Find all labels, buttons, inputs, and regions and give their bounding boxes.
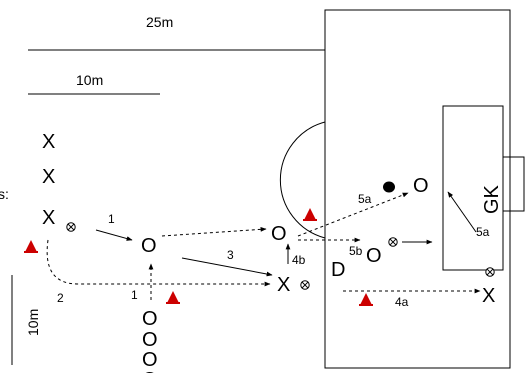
cone-icon bbox=[359, 293, 373, 306]
cone-icon bbox=[166, 291, 180, 304]
step-label-1b: 1 bbox=[131, 288, 138, 302]
step-label-3: 3 bbox=[227, 248, 234, 262]
side-label: s: bbox=[0, 186, 9, 202]
step-label-4a: 4a bbox=[395, 295, 409, 309]
step-label-1: 1 bbox=[108, 212, 115, 226]
player-x-right: X bbox=[482, 285, 495, 307]
player-o-mid: O bbox=[141, 235, 157, 257]
player-o-3: O bbox=[142, 349, 158, 371]
pass-1 bbox=[95, 229, 133, 241]
shot-5a bbox=[447, 191, 477, 233]
ball-marker-icon bbox=[485, 267, 495, 277]
player-x-1: X bbox=[42, 131, 55, 153]
cone-icon bbox=[24, 240, 38, 253]
ball-marker-icon bbox=[300, 280, 310, 290]
step-label-2: 2 bbox=[57, 291, 64, 305]
cone-icon bbox=[303, 208, 317, 221]
player-x-center: X bbox=[277, 274, 290, 296]
penalty-arc bbox=[279, 121, 326, 239]
player-o-1: O bbox=[142, 308, 158, 330]
player-o-center: O bbox=[271, 223, 287, 245]
pass-3 bbox=[181, 257, 273, 277]
distance-label-10m-top: 10m bbox=[76, 72, 103, 88]
step-label-5a: 5a bbox=[358, 192, 372, 206]
distance-label-25m: 25m bbox=[146, 14, 173, 30]
step-label-5a-right: 5a bbox=[476, 225, 490, 239]
run-2 bbox=[46, 239, 271, 287]
pass-5a-dashed bbox=[297, 192, 409, 237]
step-label-4b: 4b bbox=[292, 253, 306, 267]
player-x-2: X bbox=[42, 166, 55, 188]
player-o-2: O bbox=[142, 329, 158, 351]
player-o-box: O bbox=[366, 245, 382, 267]
goalkeeper-label: GK bbox=[481, 184, 503, 214]
distance-label-10m-side: 10m bbox=[25, 309, 41, 336]
player-o-4: O bbox=[142, 369, 158, 373]
goal bbox=[502, 156, 525, 212]
defender-label: D bbox=[331, 259, 345, 281]
ball-marker-icon bbox=[66, 222, 76, 232]
pass-1-dashed bbox=[161, 226, 267, 237]
player-x-3: X bbox=[42, 207, 55, 229]
penalty-area bbox=[324, 9, 511, 369]
ball-marker-icon bbox=[388, 237, 398, 247]
step-label-5b: 5b bbox=[349, 244, 363, 258]
ball-icon bbox=[383, 181, 395, 193]
player-o-goal: O bbox=[413, 175, 429, 197]
